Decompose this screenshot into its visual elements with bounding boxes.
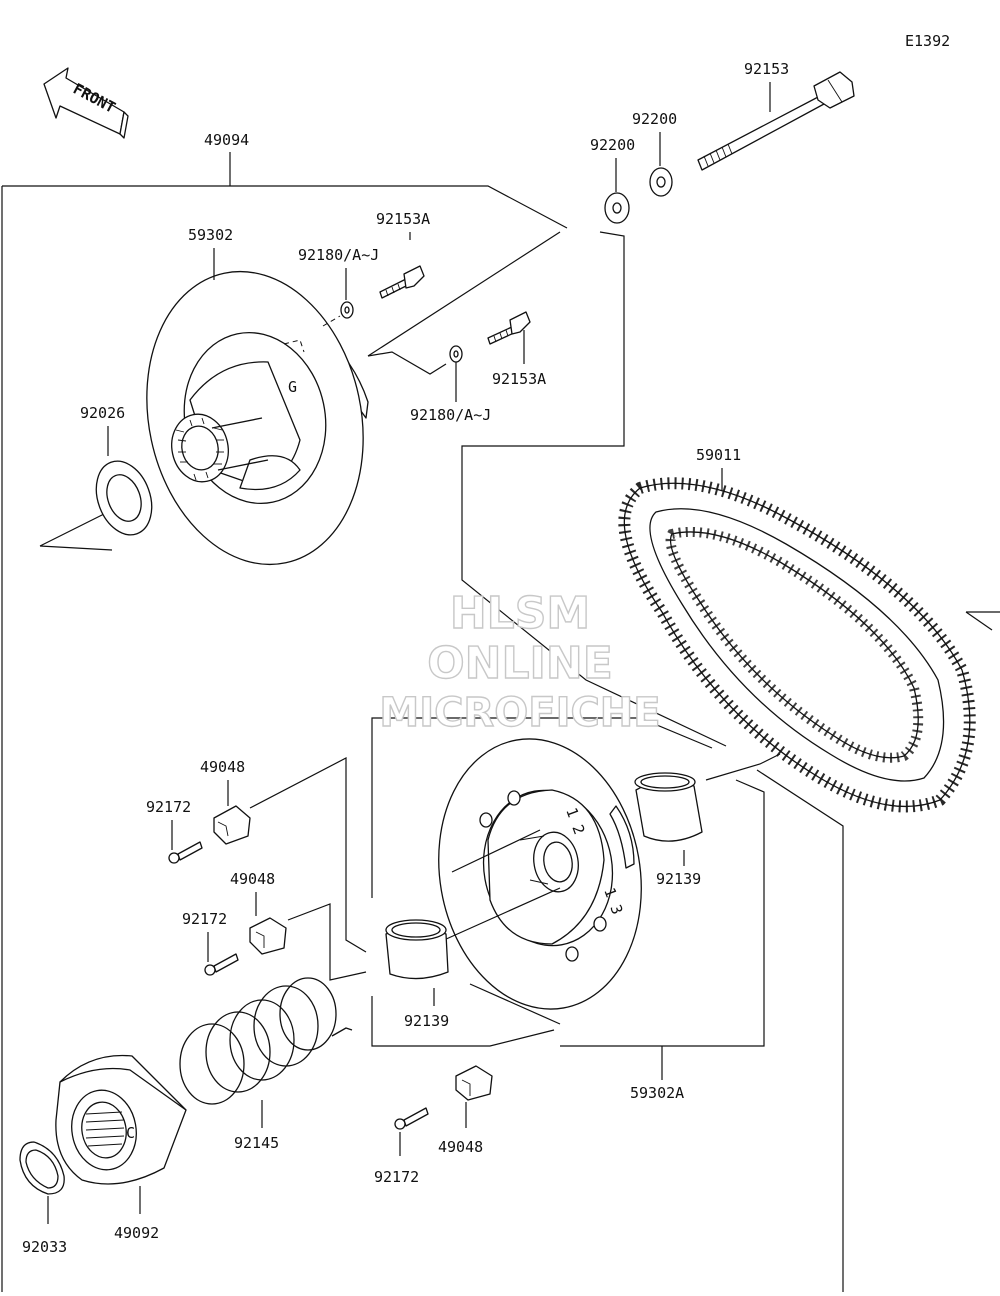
label-49048-b: 49048 (230, 870, 275, 888)
label-59302a: 59302A (630, 1084, 684, 1102)
slider-49048-b: 49048 (230, 870, 367, 981)
label-92153a-lower: 92153A (492, 370, 546, 388)
slider-49048-c: 49048 (438, 1065, 493, 1156)
watermark-line3: MICROFICHE (379, 690, 660, 736)
label-92145: 92145 (234, 1134, 279, 1152)
drive-belt-59011: 59011 (618, 446, 1000, 813)
label-49094: 49094 (204, 131, 249, 149)
sheave-lower: 1 2 1 3 (438, 738, 642, 1010)
assembly-bracket-49094: 49094 (1, 131, 844, 1292)
label-92172-a: 92172 (146, 798, 191, 816)
label-92153: 92153 (744, 60, 789, 78)
label-92180-upper: 92180/A~J (298, 246, 379, 264)
bushing-92139-left: 92139 (385, 919, 449, 1030)
label-59011: 59011 (696, 446, 741, 464)
label-92172-c: 92172 (374, 1168, 419, 1186)
bolt-92153: 92153 (697, 60, 855, 171)
label-92139-right: 92139 (656, 870, 701, 888)
label-92033: 92033 (22, 1238, 67, 1256)
watermark-line1: HLSM (450, 588, 590, 639)
label-92200-b: 92200 (590, 136, 635, 154)
washer-92200-b: 92200 (590, 136, 635, 224)
watermark: HLSM ONLINE MICROFICHE (379, 587, 662, 736)
screw-92172-c: 92172 (374, 1107, 429, 1186)
label-92172-b: 92172 (182, 910, 227, 928)
label-92180-lower: 92180/A~J (410, 406, 491, 424)
label-49048-c: 49048 (438, 1138, 483, 1156)
label-92026: 92026 (80, 404, 125, 422)
label-49048-a: 49048 (200, 758, 245, 776)
label-59302: 59302 (188, 226, 233, 244)
washer-92180-upper: 92180/A~J (298, 246, 379, 327)
circlip-92033: 92033 (19, 1141, 67, 1256)
slider-49048-a: 49048 (200, 757, 367, 953)
diagram-code: E1392 (905, 32, 950, 50)
screw-92172-a: 92172 (146, 798, 203, 864)
label-49092: 49092 (114, 1224, 159, 1242)
washer-92200-a: 92200 (632, 110, 677, 197)
bushing-92139-right: 92139 (634, 753, 781, 888)
label-92139-left: 92139 (404, 1012, 449, 1030)
assembly-bracket-59302a: 59302A (371, 717, 765, 1102)
bolt-92153a-upper: 92153A (376, 210, 430, 299)
spring-92145: 92145 (179, 977, 353, 1152)
washer-92180-lower: 92180/A~J (367, 345, 491, 424)
sheave-mark: G (288, 378, 297, 396)
label-92200-a: 92200 (632, 110, 677, 128)
label-92153a-upper: 92153A (376, 210, 430, 228)
sheave-59302: G 59302 (146, 226, 561, 566)
cam-mark: C (126, 1124, 135, 1142)
front-arrow-icon: FRONT (43, 67, 129, 139)
watermark-line2: ONLINE (427, 638, 613, 689)
bolt-92153a-lower: 92153A (487, 311, 546, 388)
washer-92026: 92026 (80, 404, 153, 536)
screw-92172-b: 92172 (182, 910, 239, 976)
cam-49092: C 49092 (55, 1054, 187, 1242)
